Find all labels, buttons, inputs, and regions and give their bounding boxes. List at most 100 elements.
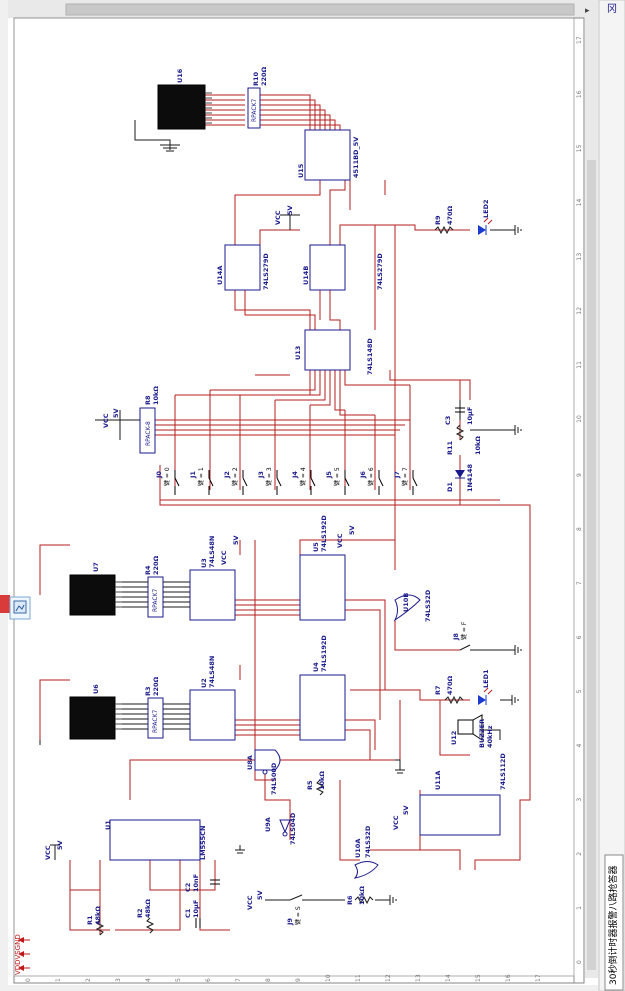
svg-text:VCC: VCC bbox=[392, 815, 400, 830]
vddvsgnd-label: VDDVSGND bbox=[14, 934, 22, 975]
led1: LED1 bbox=[478, 669, 493, 705]
svg-text:J8: J8 bbox=[452, 633, 460, 641]
svg-text:48kΩ: 48kΩ bbox=[94, 906, 102, 925]
buzzer-u12: U12 BUZZER 40kHz bbox=[450, 714, 494, 748]
vcc-terminal-u3: VCC 5V bbox=[220, 535, 240, 565]
ruler-number: 16 bbox=[576, 90, 583, 98]
switch-j8[interactable]: J8 键 = F bbox=[452, 621, 500, 651]
ruler-number: 12 bbox=[385, 974, 392, 982]
ruler-number: 8 bbox=[576, 527, 583, 531]
svg-text:VCC: VCC bbox=[336, 533, 344, 548]
ruler-number: 15 bbox=[475, 974, 482, 982]
svg-text:R6: R6 bbox=[346, 895, 354, 905]
svg-text:R5: R5 bbox=[306, 780, 314, 790]
switch-key-label: 键 = 2 bbox=[231, 467, 239, 486]
svg-text:48kΩ: 48kΩ bbox=[144, 899, 152, 918]
svg-text:220Ω: 220Ω bbox=[260, 66, 268, 86]
svg-text:74LS279D: 74LS279D bbox=[376, 253, 384, 290]
ruler-number: 14 bbox=[445, 974, 452, 982]
svg-text:74LS279D: 74LS279D bbox=[262, 253, 270, 290]
horizontal-scrollbar[interactable]: ▸ bbox=[8, 0, 598, 18]
ruler-number: 6 bbox=[205, 978, 212, 982]
svg-text:74LS192D: 74LS192D bbox=[320, 635, 328, 672]
svg-text:R11: R11 bbox=[446, 440, 454, 455]
svg-text:5V: 5V bbox=[402, 805, 410, 815]
switch-key-label: 键 = 5 bbox=[333, 467, 341, 486]
ruler-number: 11 bbox=[576, 361, 583, 369]
ruler-number: 2 bbox=[85, 978, 92, 982]
resistor-r9: R9 470Ω bbox=[434, 205, 454, 235]
resistor-r2: R2 48kΩ bbox=[136, 899, 155, 934]
u16-ref-label: U16 bbox=[176, 68, 184, 83]
svg-text:R8: R8 bbox=[144, 395, 152, 405]
scroll-arrow-icon[interactable]: ▸ bbox=[585, 6, 590, 16]
resistor-r1: R1 48kΩ bbox=[86, 906, 105, 936]
switch-ref-label: J0 bbox=[155, 471, 163, 479]
capacitor-c2: C2 10nF bbox=[184, 874, 220, 892]
switch-ref-label: J2 bbox=[223, 471, 231, 479]
switch-j9[interactable]: J9 键 = S VCC 5V bbox=[246, 890, 345, 926]
svg-text:10kΩ: 10kΩ bbox=[318, 771, 326, 790]
svg-text:74LS04D: 74LS04D bbox=[289, 812, 297, 845]
svg-text:RPACK7: RPACK7 bbox=[152, 588, 159, 612]
svg-text:LM555CN: LM555CN bbox=[199, 826, 207, 860]
ruler-number: 4 bbox=[576, 744, 583, 748]
svg-text:C3: C3 bbox=[444, 416, 452, 425]
svg-text:R1: R1 bbox=[86, 915, 94, 925]
svg-text:VCC: VCC bbox=[44, 845, 52, 860]
switch-key-label: 键 = 4 bbox=[299, 467, 307, 486]
panel-corner-glyph: 冈 bbox=[607, 3, 617, 15]
svg-text:U4: U4 bbox=[312, 662, 320, 672]
svg-text:BUZZER: BUZZER bbox=[478, 719, 486, 748]
floating-toolbar[interactable] bbox=[0, 595, 31, 620]
svg-text:U9A: U9A bbox=[264, 817, 272, 832]
gate-u10b: U10B 74LS32D bbox=[393, 589, 432, 622]
rpack-wires bbox=[122, 581, 190, 730]
vertical-scrollbar[interactable] bbox=[585, 18, 598, 978]
gate-u8a: U8A 74LS00D bbox=[246, 749, 281, 795]
ruler-number: 5 bbox=[576, 689, 583, 693]
svg-text:U15: U15 bbox=[297, 163, 305, 178]
switch-key-label: 键 = 1 bbox=[197, 467, 205, 486]
svg-text:RPACK-8: RPACK-8 bbox=[145, 421, 152, 446]
ruler-number: 14 bbox=[576, 199, 583, 207]
svg-text:5V: 5V bbox=[256, 890, 264, 900]
chip-u1: U1 LM555CN bbox=[104, 819, 207, 861]
ruler-number: 1 bbox=[55, 978, 62, 982]
ruler-number: 10 bbox=[325, 974, 332, 982]
ruler-number: 3 bbox=[115, 978, 122, 982]
svg-text:74LS112D: 74LS112D bbox=[499, 753, 507, 790]
svg-text:VCC: VCC bbox=[220, 550, 228, 565]
svg-text:470Ω: 470Ω bbox=[446, 205, 454, 225]
switch-contact bbox=[174, 470, 180, 495]
svg-text:R3: R3 bbox=[144, 686, 152, 696]
svg-text:RPACK7: RPACK7 bbox=[251, 98, 258, 122]
svg-text:10kΩ: 10kΩ bbox=[474, 436, 482, 455]
svg-text:1N4148: 1N4148 bbox=[466, 463, 474, 492]
switch-ref-label: J1 bbox=[189, 471, 197, 479]
svg-text:U10A: U10A bbox=[354, 839, 362, 858]
svg-text:C2: C2 bbox=[184, 883, 192, 892]
svg-text:U12: U12 bbox=[450, 731, 458, 745]
svg-text:U1: U1 bbox=[104, 820, 112, 830]
ruler-number: 17 bbox=[576, 36, 583, 44]
ruler-number: 5 bbox=[175, 978, 182, 982]
svg-text:40kHz: 40kHz bbox=[486, 725, 494, 748]
svg-text:74LS32D: 74LS32D bbox=[424, 589, 432, 622]
resistor-r6: R6 10kΩ bbox=[346, 886, 374, 905]
sheet-tab[interactable]: 30秒倒计时器报警八路抢答器 bbox=[604, 854, 624, 991]
ruler-number: 8 bbox=[265, 978, 272, 982]
ruler-number: 10 bbox=[576, 415, 583, 423]
resistor-pack-r8: RPACK-8 R8 10kΩ bbox=[139, 386, 160, 454]
svg-text:5V: 5V bbox=[56, 840, 64, 850]
display-u7: U7 bbox=[69, 562, 122, 616]
